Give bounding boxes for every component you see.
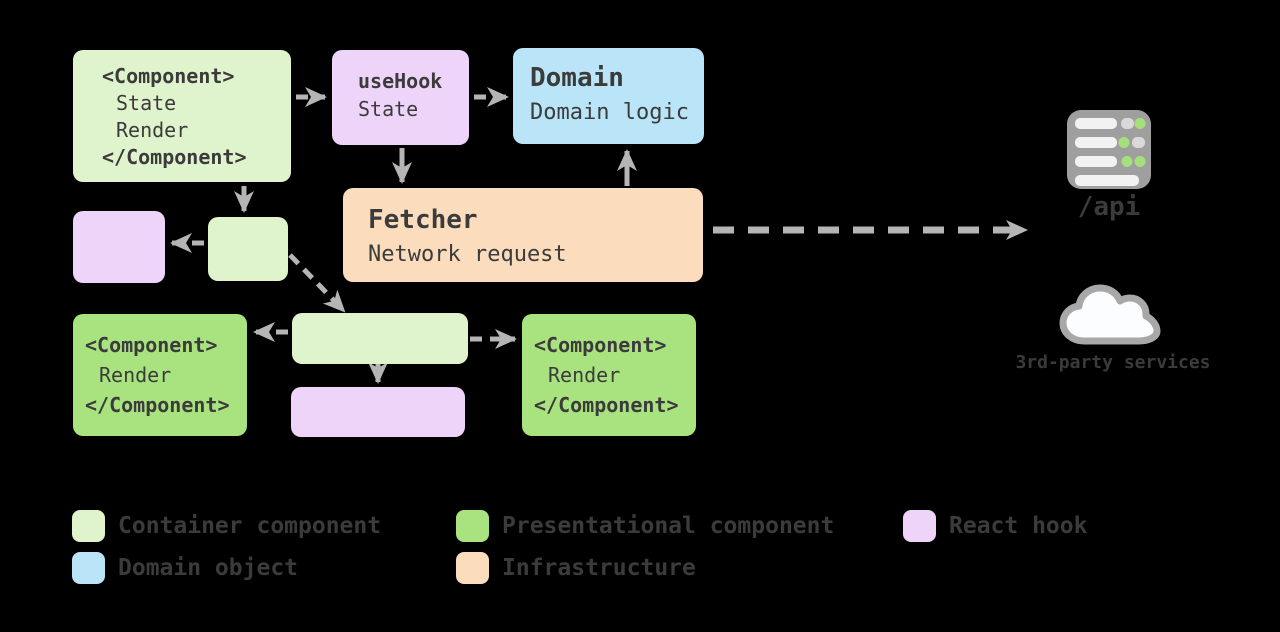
box-title: useHook — [358, 69, 443, 93]
container-box-wide — [292, 313, 468, 364]
cloud-icon — [1059, 284, 1161, 345]
legend-label: Container component — [118, 512, 382, 539]
legend-swatch-presentational — [456, 509, 489, 542]
legend-swatch-domain — [72, 551, 105, 584]
box-title: Fetcher — [368, 205, 478, 235]
code-line: </Component> — [534, 393, 679, 417]
code-line: Render — [116, 118, 189, 142]
legend-swatch-container — [72, 509, 105, 542]
code-line: <Component> — [85, 333, 218, 357]
legend-label: Presentational component — [502, 512, 835, 539]
code-line: Render — [548, 363, 621, 387]
code-line: </Component> — [85, 393, 230, 417]
box-subtitle: Domain logic — [530, 100, 689, 125]
presentational-component-box-left: <Component> Render </Component> — [73, 314, 247, 436]
box-subtitle: State — [358, 97, 419, 121]
box-title: Domain — [530, 63, 624, 93]
legend-label: Domain object — [118, 554, 299, 581]
legend-swatch-infrastructure — [456, 551, 489, 584]
domain-box: Domain Domain logic — [513, 48, 704, 144]
legend-label: Infrastructure — [502, 554, 696, 581]
legend-item-domain-object: Domain object — [72, 551, 298, 584]
legend-item-presentational-component: Presentational component — [456, 509, 834, 542]
legend-label: React hook — [949, 512, 1088, 539]
container-box-small — [208, 217, 288, 281]
code-line: <Component> — [534, 333, 667, 357]
legend-item-infrastructure: Infrastructure — [456, 551, 696, 584]
fetcher-box: Fetcher Network request — [343, 188, 703, 282]
api-label: /api — [1077, 192, 1141, 222]
container-component-box: <Component> State Render </Component> — [73, 50, 291, 182]
react-hook-box-small — [73, 211, 165, 283]
legend-item-container-component: Container component — [72, 509, 381, 542]
presentational-component-box-right: <Component> Render </Component> — [522, 314, 696, 436]
code-line: Render — [99, 363, 172, 387]
code-line: <Component> — [102, 64, 235, 88]
third-party-services-label: 3rd-party services — [1015, 352, 1211, 373]
code-line: </Component> — [102, 145, 247, 169]
legend-swatch-react-hook — [903, 509, 936, 542]
api-server-icon — [1067, 110, 1151, 189]
arrow-container-to-container-wide — [288, 253, 346, 313]
box-subtitle: Network request — [368, 242, 567, 267]
legend-item-react-hook: React hook — [903, 509, 1087, 542]
code-line: State — [116, 91, 177, 115]
usehook-box: useHook State — [332, 50, 469, 145]
react-hook-box-wide — [291, 387, 465, 437]
